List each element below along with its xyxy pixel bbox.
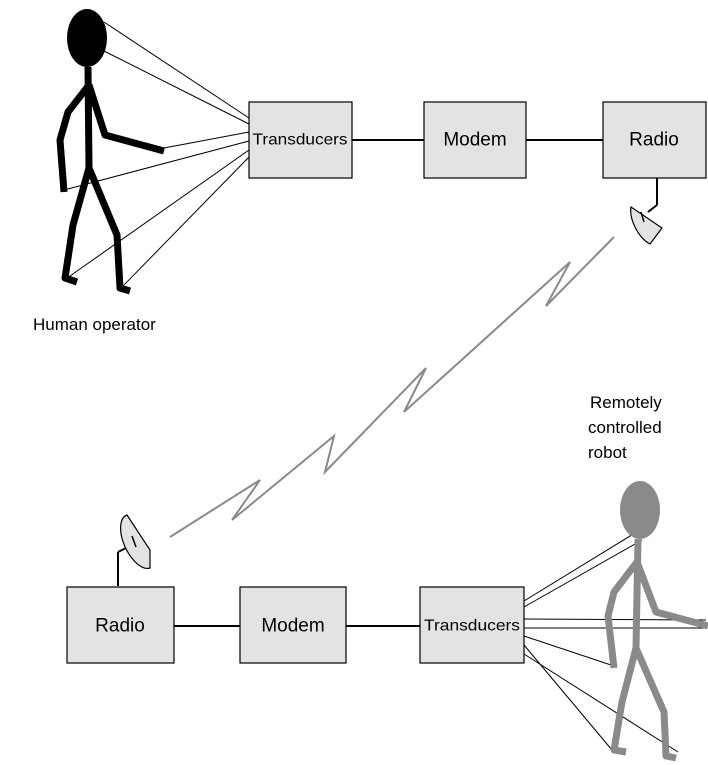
robot-label-line3: robot — [588, 443, 627, 462]
bottom-transducers-box: Transducers — [419, 586, 525, 664]
bottom-radio-label: Radio — [95, 616, 145, 637]
robot-figure — [604, 481, 708, 762]
top-modem-box: Modem — [423, 101, 527, 179]
human-head — [67, 9, 107, 67]
top-radio-box: Radio — [602, 101, 707, 179]
human-left-arm — [56, 82, 92, 193]
top-radio-label: Radio — [629, 130, 679, 151]
human-torso — [84, 66, 93, 169]
robot-sensor-rays — [523, 524, 707, 753]
robot-label-line2: controlled — [588, 418, 662, 437]
human-sensor-rays — [63, 21, 250, 286]
robot-right-leg — [632, 646, 677, 762]
top-modem-label: Modem — [443, 130, 506, 151]
human-right-arm — [85, 83, 165, 155]
robot-right-arm — [633, 560, 708, 630]
top-transducers-box: Transducers — [248, 101, 353, 179]
robot-left-leg — [610, 647, 640, 756]
robot-label-line1: Remotely — [590, 393, 662, 412]
bottom-radio-box: Radio — [66, 586, 175, 664]
human-left-leg — [61, 167, 93, 286]
human-right-leg — [85, 166, 132, 295]
human-operator-label: Human operator — [33, 315, 156, 334]
bottom-modem-label: Modem — [261, 616, 324, 637]
robot-left-arm — [604, 559, 640, 669]
top-transducers-label: Transducers — [253, 132, 348, 149]
radio-link-signal — [169, 236, 615, 538]
robot-torso — [632, 538, 642, 649]
top-antenna-dish-icon — [630, 178, 663, 245]
robot-head — [620, 481, 660, 539]
bottom-antenna-dish-icon — [117, 514, 151, 586]
human-operator-figure — [56, 9, 165, 295]
bottom-modem-box: Modem — [239, 586, 347, 664]
bottom-transducers-label: Transducers — [424, 618, 520, 635]
